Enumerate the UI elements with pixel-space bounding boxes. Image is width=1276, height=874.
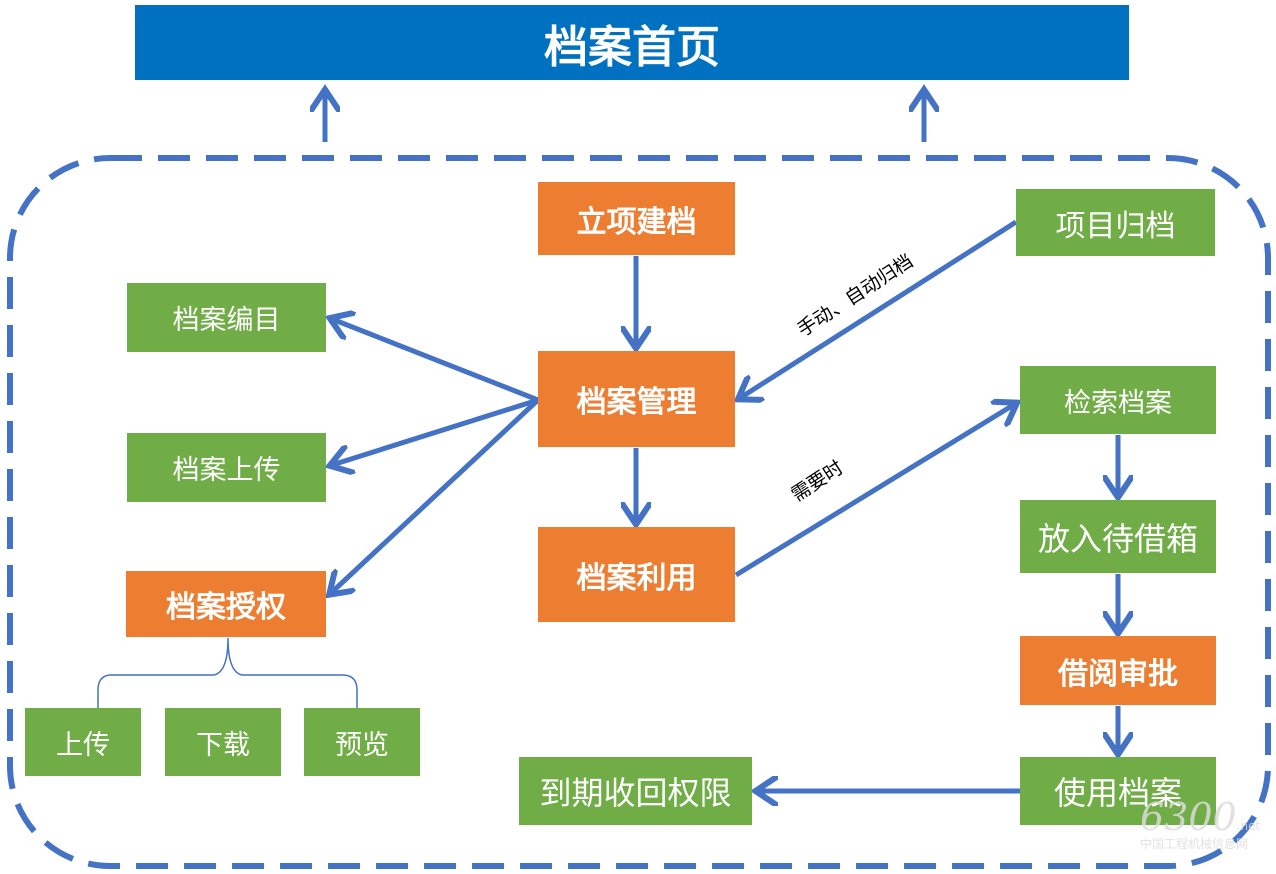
node-bianmu: 档案编目 xyxy=(127,283,326,352)
arrow-guanli-shouquan xyxy=(331,398,540,593)
arrow-guanli-shangchuan xyxy=(332,397,539,465)
node-jiansuo: 检索档案 xyxy=(1020,366,1216,434)
node-shangchuan: 档案上传 xyxy=(127,433,326,502)
node-daijie: 放入待借箱 xyxy=(1020,500,1216,573)
node-lixiang: 立项建档 xyxy=(538,182,735,255)
node-preview: 预览 xyxy=(304,708,420,776)
arrow-guidang-guanli xyxy=(740,219,1018,398)
node-download: 下载 xyxy=(165,708,281,776)
node-guidang: 项目归档 xyxy=(1016,189,1215,256)
node-shiyong: 使用档案 xyxy=(1020,757,1216,825)
node-shouquan: 档案授权 xyxy=(126,571,326,637)
system-boundary xyxy=(7,155,1271,869)
node-shouhui: 到期收回权限 xyxy=(519,757,752,825)
node-shenpi: 借阅审批 xyxy=(1020,636,1216,705)
node-liyong: 档案利用 xyxy=(538,527,735,622)
node-guanli: 档案管理 xyxy=(538,351,735,447)
arrow-liyong-jiansuo xyxy=(734,404,1015,578)
node-upload: 上传 xyxy=(25,708,141,776)
brace xyxy=(97,637,358,708)
page-title: 档案首页 xyxy=(135,5,1129,80)
arrow-guanli-bianmu xyxy=(332,319,539,403)
